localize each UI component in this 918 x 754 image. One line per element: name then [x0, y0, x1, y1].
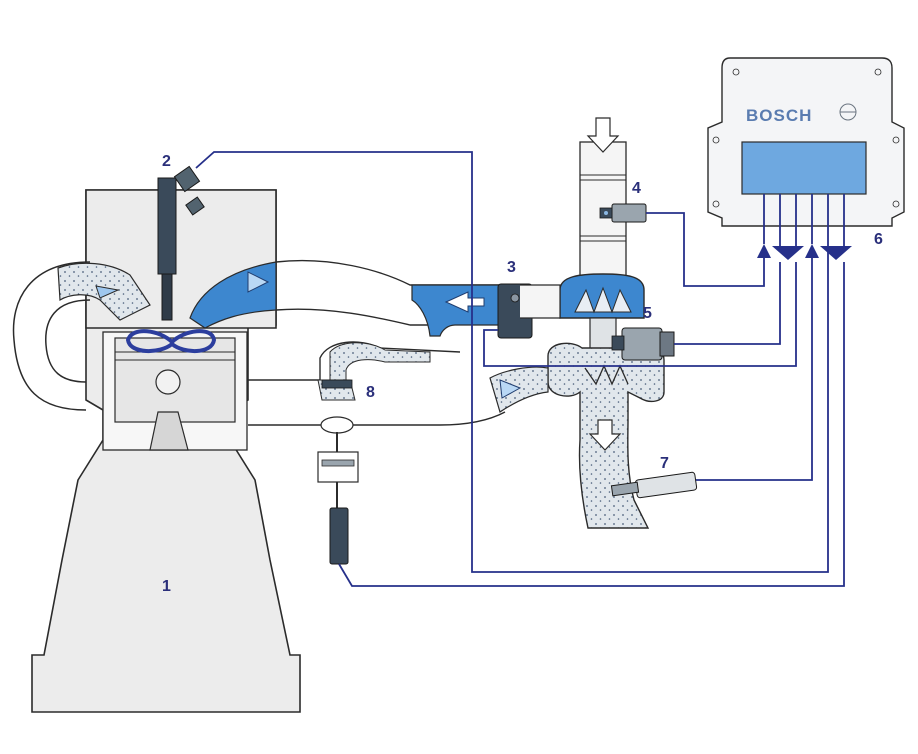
wire-exhaust-sensor	[696, 256, 813, 481]
callout-3: 3	[507, 259, 516, 276]
egr-valve: 8	[317, 379, 375, 565]
intake-manifold-inner	[45, 299, 91, 383]
exhaust-outflow-arrow-icon	[588, 419, 622, 451]
egr-position-sensor	[329, 507, 349, 565]
turbocharger	[489, 273, 665, 529]
ecu-panel	[741, 141, 867, 195]
callout-4: 4	[632, 180, 641, 197]
exhaust-flow-arrow-icon	[499, 379, 522, 399]
turbine-wheel	[584, 364, 629, 386]
air-mass-sensor	[599, 203, 647, 223]
engine: 1	[12, 189, 301, 713]
injector-body	[157, 177, 177, 275]
ecu-signal-arrows	[757, 244, 852, 260]
ecu-brand-label: BOSCH	[746, 106, 812, 125]
connecting-rod	[149, 411, 189, 451]
compressor-outlet	[520, 284, 561, 319]
wire-egr-sensor	[338, 262, 845, 587]
egr-gas-channel	[329, 342, 431, 386]
injector: 2	[157, 153, 205, 321]
injector-connector	[173, 165, 201, 193]
injector-nozzle	[161, 273, 173, 321]
wire-throttle	[483, 262, 797, 367]
callout-7: 7	[660, 455, 669, 472]
throttle-pivot	[510, 293, 520, 303]
throttle-flow-body	[411, 284, 501, 337]
air-intake-duct: 4	[579, 117, 647, 293]
air-inflow-arrow-icon	[586, 117, 620, 153]
input-arrow-icon	[805, 244, 819, 258]
bosch-logo-icon	[839, 103, 857, 121]
egr-valve-diaphragm	[321, 459, 355, 467]
callout-2: 2	[162, 153, 171, 170]
wire-turbo-actuator	[674, 262, 781, 345]
egr-valve-disc	[320, 416, 354, 434]
wire-injector	[195, 151, 829, 573]
signal-wires	[195, 151, 845, 587]
egr-valve-seat	[321, 379, 353, 389]
egr-pipe-lower	[248, 411, 506, 426]
compressor-wheel	[574, 286, 632, 314]
output-arrow-icon	[772, 246, 804, 260]
callout-5: 5	[643, 305, 652, 322]
exhaust-manifold-pipe	[489, 366, 549, 413]
wire-air-mass-sensor	[646, 212, 765, 287]
output-arrow-icon	[820, 246, 852, 260]
egr-valve-frame	[317, 451, 359, 483]
throttle-flow-arrow-icon	[444, 291, 485, 313]
exhaust-sensor: 7	[610, 455, 698, 499]
turbo-actuator: 5	[611, 305, 675, 361]
intake-flow-arrow-icon	[95, 285, 120, 299]
callout-8: 8	[366, 384, 375, 401]
injector-return	[185, 196, 205, 216]
callout-1: 1	[162, 578, 171, 595]
intake-runner-arrow-icon	[247, 271, 270, 293]
intake-manifold-loop	[12, 261, 91, 411]
callout-6: 6	[874, 231, 883, 248]
input-arrow-icon	[757, 244, 771, 258]
combustion-swirl	[125, 329, 217, 353]
piston-pin	[155, 369, 181, 395]
ecu: BOSCH 6	[707, 57, 905, 248]
